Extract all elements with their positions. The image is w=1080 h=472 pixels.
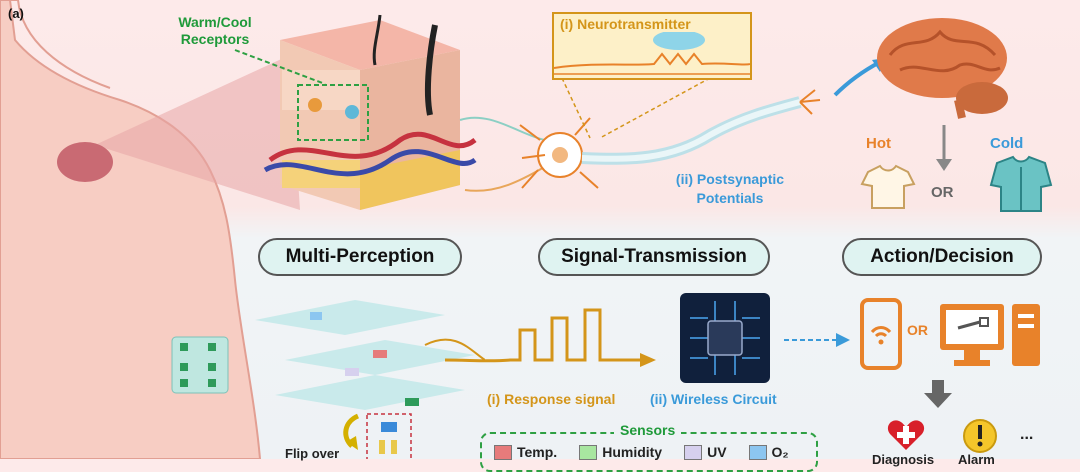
sensors-legend: Sensors Temp. Humidity UV O₂ (480, 422, 818, 472)
postsynaptic-label: (ii) Postsynaptic Potentials (675, 171, 785, 206)
stage-signal-transmission: Signal-Transmission (538, 238, 770, 276)
swatch-humidity (579, 444, 598, 460)
flip-over-box (366, 413, 412, 459)
more-ellipsis: ... (1020, 426, 1034, 443)
stage-multi-perception: Multi-Perception (258, 238, 462, 276)
hot-label: Hot (866, 135, 891, 152)
response-signal-waveform (444, 308, 656, 367)
receptor-pointer-line (234, 49, 326, 85)
or-label-devices: OR (907, 322, 928, 338)
diagnosis-label: Diagnosis (872, 452, 935, 467)
skin-cross-section (263, 14, 477, 210)
swatch-uv (684, 444, 703, 460)
sensor-key-uv: UV (684, 444, 727, 460)
brain-icon (877, 18, 1008, 119)
swatch-o2 (748, 444, 767, 460)
chip-to-devices-arrow-icon (784, 333, 850, 347)
computer-icon (940, 304, 1040, 366)
alarm-icon (963, 419, 997, 453)
cold-label: Cold (990, 135, 1024, 152)
neuron-graphic (459, 89, 821, 192)
chip-icon (680, 293, 770, 383)
layered-sensor-sheets (255, 300, 485, 410)
flip-arrow-icon (343, 413, 360, 450)
down-arrow-outcome-icon (924, 380, 952, 408)
receptor-label: Warm/Cool Receptors (178, 14, 252, 47)
flip-over-label: Flip over (285, 446, 340, 461)
coat-icon (989, 155, 1053, 212)
neurotransmitter-dashed-lines (561, 78, 711, 139)
synapse-graphic (554, 32, 750, 75)
smartphone-icon (860, 298, 902, 370)
sensors-title: Sensors (614, 422, 682, 438)
heart-plus-icon (887, 420, 925, 450)
down-arrow-icon (936, 125, 952, 171)
or-label-decision: OR (931, 184, 954, 201)
swatch-temp (494, 444, 512, 460)
sensor-key-o2: O₂ (748, 444, 789, 460)
sensor-patch-on-arm (171, 336, 229, 394)
wireless-circuit-label: (ii) Wireless Circuit (650, 391, 777, 407)
stage-action-decision: Action/Decision (842, 238, 1042, 276)
sensor-key-temp: Temp. (494, 444, 557, 460)
panel-label: (a) (8, 6, 24, 21)
sensors-key-row: Temp. Humidity UV O₂ (494, 444, 789, 460)
alarm-label: Alarm (958, 452, 995, 467)
neurotransmitter-inset: (i) Neurotransmitter (552, 12, 752, 80)
sensor-key-humidity: Humidity (579, 444, 662, 460)
tshirt-icon (860, 164, 916, 209)
response-signal-label: (i) Response signal (487, 391, 616, 407)
